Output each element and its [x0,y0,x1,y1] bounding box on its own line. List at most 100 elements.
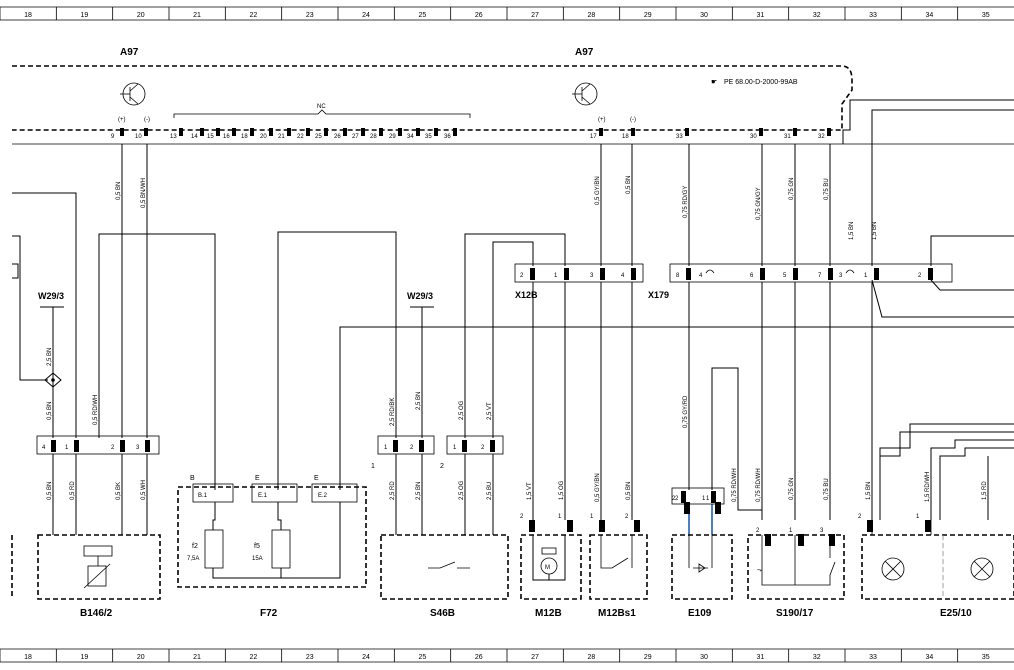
ruler-bottom-label: 19 [81,654,89,661]
ruler-bottom-label: 22 [250,654,258,661]
a97-pin-number: 20 [260,134,267,140]
m12b-component: M [520,534,582,600]
b146-2-component [37,534,161,600]
wire-label: 2,5 RD [390,481,396,500]
a97-pin-number: 16 [223,134,230,140]
component-pin-terminal [715,502,721,514]
component-pin-terminal [634,520,640,532]
component-label-b146-2: B146/2 [80,608,113,619]
component-pin-terminal [567,520,573,532]
component-label-m12b: M12B [535,608,562,619]
a97-pin-terminal [306,128,310,136]
a97-pin-number: 22 [297,134,304,140]
x12b-pin-terminal [600,268,605,280]
ruler-top-label: 25 [419,12,427,19]
ruler-top-label: 24 [362,12,370,19]
ruler-top-label: 21 [193,12,201,19]
wire-label: 0,5 GY/BN [595,176,601,205]
a97-pin-terminal [144,128,148,136]
a97-pin-number: 27 [352,134,359,140]
ruler-top-label: 34 [926,12,934,19]
ruler-bottom-label: 29 [644,654,652,661]
hand-pointer-icon: ☛ [711,79,717,86]
ruler-top-label: 22 [250,12,258,19]
s46b-connector-1 [377,435,435,455]
x179-pin-number: 1 [864,273,868,279]
wire-label: 0,75 GN [789,478,795,500]
a97-pin-terminal [179,128,183,136]
ruler-bottom-label: 24 [362,654,370,661]
ruler-top-label: 23 [306,12,314,19]
a97-module: A97 A97 ☛ PE 68.00-D-2000-99AB NC [12,47,1014,145]
connector-pin-terminal [462,440,467,452]
a97-pin-number: 10 [135,134,142,140]
connector-pin-number: 2 [111,445,115,451]
svg-text:M: M [545,565,550,571]
a97-pin-terminal [324,128,328,136]
x179-pin-number: 7 [818,273,822,279]
a97-pin-terminal [379,128,383,136]
ruler-bottom-label: 32 [813,654,821,661]
a97-pin-terminal [200,128,204,136]
a97-pin-terminal [250,128,254,136]
ruler-top-label: 18 [24,12,32,19]
component-label-e109: E109 [688,608,712,619]
ruler-top-label: 26 [475,12,483,19]
x12b-pin-number: 1 [554,273,558,279]
s46b-component [380,534,509,600]
diode-icon [693,563,708,573]
component-pin-terminal [529,520,535,532]
ruler-top-label: 29 [644,12,652,19]
w29-3-left-label: W29/3 [38,291,64,301]
nc-label: NC [317,104,326,110]
a97-pin-number: 25 [315,134,322,140]
connector-pin-terminal [490,440,495,452]
component-pin-terminal [798,534,804,546]
ruler-top-label: 20 [137,12,145,19]
connector-pin-terminal [711,491,716,503]
ruler-top-label: 31 [757,12,765,19]
wire-label: 0,5 BN [116,182,122,200]
wire-label: 1,5 OG [559,480,565,500]
ruler-bottom-label: 35 [982,654,990,661]
b146-connector [36,435,160,455]
x179-pin-terminal [793,268,798,280]
ruler-bottom-label: 21 [193,654,201,661]
component-pin-terminal [684,502,690,514]
connector-pin-number: 1 [453,445,457,451]
wire-label: 0,75 GN/GY [756,187,762,220]
fuse-f5-label: f5 [254,543,260,550]
a97-pin-number: 34 [407,134,414,140]
component-pin-terminal [599,520,605,532]
x179-pin-terminal [874,268,879,280]
a97-pin-number: 18 [622,134,629,140]
e25-10-component [861,520,1014,600]
wire-label: 2,5 BU [487,482,493,500]
x179-label: X179 [648,290,669,300]
a97-pin-number: 9 [111,134,115,140]
a97-pin-terminal [793,128,797,136]
a97-pin-sign: (+) [598,117,606,123]
a97-pin-number: 15 [207,134,214,140]
component-pin-number: 2 [520,514,524,520]
nc-brace [173,109,471,118]
wire-label: 0,75 RD/GY [683,186,689,218]
wire-label: 0,5 BN/WH [141,178,147,208]
wire-label: 1,5 BN [849,222,855,240]
wire-label: 0,5 RD/WH [93,395,99,425]
connector-pin-terminal [393,440,398,452]
a97-pin-terminal [434,128,438,136]
a97-pin-number: 17 [590,134,597,140]
x179-pin-number: 5 [783,273,787,279]
connector-pin-number: 1 [65,445,69,451]
m12bs1-component [589,534,648,600]
w29-3-right-label: W29/3 [407,291,433,301]
connector-pin-number: 3 [136,445,140,451]
a97-pin-terminal [232,128,236,136]
switch-icon [428,561,470,569]
a97-pin-number: 18 [241,134,248,140]
a97-pin-number: 32 [818,134,825,140]
term-e1-label: E.1 [258,493,268,499]
group-number-1: 1 [371,463,375,470]
